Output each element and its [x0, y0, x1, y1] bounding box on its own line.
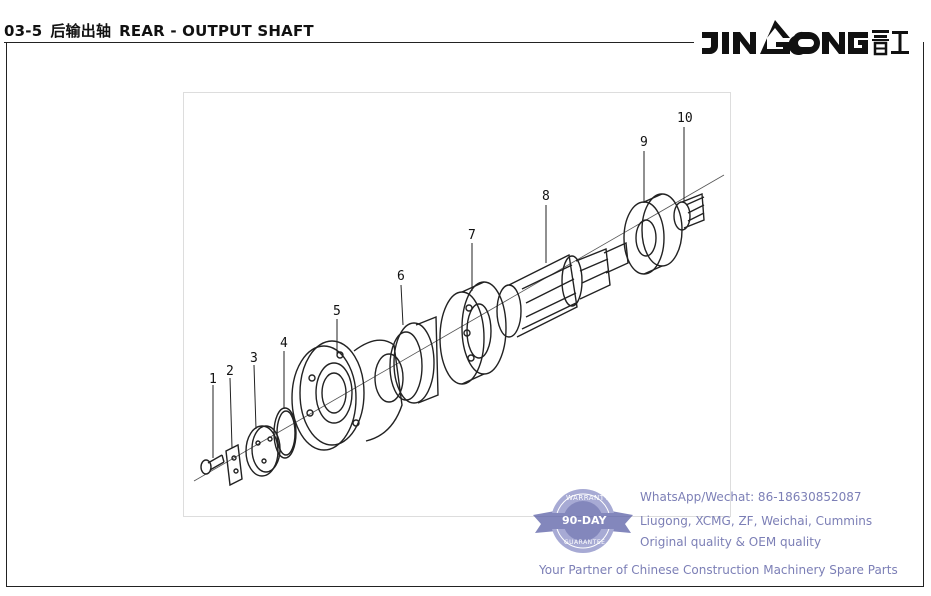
part-bearing [439, 281, 507, 385]
seal-top-text: WARRANTY [566, 494, 610, 502]
section-code: 03-5 [4, 22, 43, 40]
part-label-8: 8 [542, 189, 550, 204]
seal-center-text: 90-DAY [562, 514, 607, 527]
part-label-2: 2 [226, 364, 234, 379]
title-chinese: 后输出轴 [50, 22, 112, 40]
part-label-6: 6 [397, 269, 405, 284]
part-o-ring [273, 407, 297, 459]
warranty-seal-graphic [533, 489, 633, 553]
part-output-shaft [496, 241, 629, 338]
part-label-4: 4 [280, 336, 288, 351]
part-oil-seal [389, 315, 439, 404]
part-retainer-plate [245, 425, 281, 477]
page-title: 03-5 后输出轴 REAR - OUTPUT SHAFT [4, 20, 314, 41]
warranty-seal: WARRANTY 90-DAY GUARANTEE [528, 485, 638, 557]
part-label-1: 1 [209, 372, 217, 387]
brand-logo-graphic [702, 20, 909, 56]
watermark-tagline: Your Partner of Chinese Construction Mac… [539, 563, 898, 577]
watermark-contact-line: WhatsApp/Wechat: 86-18630852087 [640, 490, 862, 504]
part-lock-plate [225, 443, 243, 487]
part-splined-shaft [673, 192, 705, 231]
part-gear [623, 193, 683, 275]
exploded-parts-diagram: 1 2 3 4 5 6 7 8 9 10 [183, 92, 731, 517]
part-label-3: 3 [250, 351, 258, 366]
part-label-10: 10 [677, 111, 693, 126]
brand-logo [698, 18, 910, 60]
part-bolt [200, 454, 225, 475]
part-label-9: 9 [640, 135, 648, 150]
part-label-7: 7 [468, 228, 476, 243]
assembly-axis [193, 174, 725, 482]
watermark-brands-line: Liugong, XCMG, ZF, Weichai, Cummins [640, 514, 873, 528]
leader-lines [212, 127, 685, 458]
watermark-quality-line: Original quality & OEM quality [640, 535, 822, 549]
title-english: REAR - OUTPUT SHAFT [119, 22, 314, 40]
part-flange [291, 339, 404, 451]
part-label-5: 5 [333, 304, 341, 319]
page-frame [6, 42, 924, 587]
seal-bottom-text: GUARANTEE [564, 539, 606, 546]
header-rule [4, 42, 694, 43]
